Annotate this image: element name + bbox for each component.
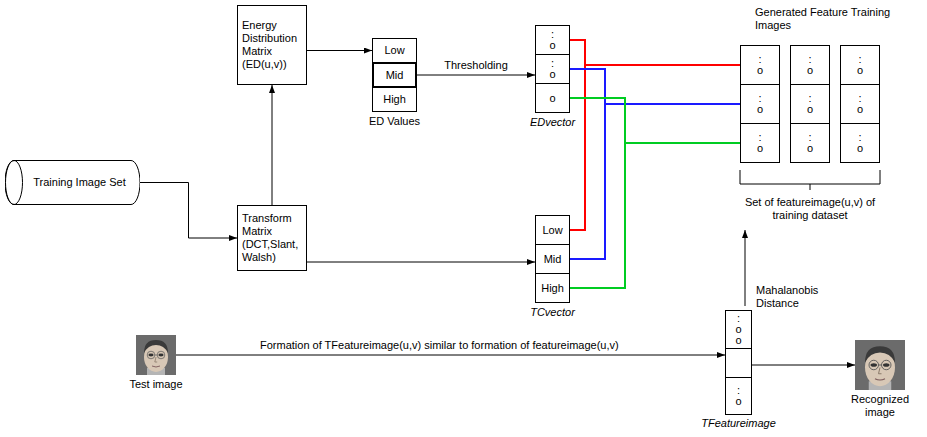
distance-label: Mahalanobis Distance (756, 284, 846, 310)
vector-cell: o (535, 83, 570, 113)
edge-label: Formation of TFeatureimage(u,v) similar … (258, 339, 642, 352)
node-text: : o (856, 132, 864, 154)
dataset-cylinder: Training Image Set (5, 160, 140, 205)
node-text: High (383, 93, 406, 106)
process-box: Energy Distribution Matrix (ED(u,v)) (237, 5, 307, 85)
node-text: Mid (386, 69, 404, 82)
cylinder-body (5, 161, 140, 205)
node-text: o (549, 93, 555, 104)
node-text: : o (548, 58, 556, 80)
node-caption: TFeatureimage (701, 417, 776, 430)
connector (570, 104, 740, 259)
bracket (740, 170, 880, 190)
connector (570, 40, 740, 65)
value-stack: ED ValuesLowMidHigh (372, 38, 417, 112)
feature-cell: : o (840, 45, 880, 85)
feature-cell: : o o (726, 311, 751, 349)
connector (272, 85, 273, 205)
connector (752, 365, 855, 366)
cylinder-end (6, 161, 23, 205)
node-caption: Test image (129, 378, 182, 391)
connector (307, 262, 535, 263)
connector (140, 183, 237, 239)
node-text: : o (548, 29, 556, 51)
node-caption: TCvector (530, 306, 575, 319)
vector-stack: EDvector: o: oo (535, 25, 570, 113)
feature-cell: : o (790, 45, 830, 85)
feature-stack: TFeatureimage: o o: o (725, 310, 752, 415)
vector-cell: High (535, 273, 570, 303)
process-box: Transform Matrix (DCT,Slant, Walsh) (237, 205, 307, 271)
node-text: Training Image Set (33, 176, 126, 189)
value-cell: Mid (372, 62, 417, 88)
value-cell: High (372, 87, 417, 112)
connector (417, 75, 535, 76)
connector (570, 143, 740, 288)
feature-cell: : o (726, 377, 751, 414)
node-text: : o o (734, 313, 742, 346)
node-text: : o (806, 93, 814, 115)
node-text: : o (756, 132, 764, 154)
feature-cell: : o (840, 84, 880, 124)
node-text: : o (756, 93, 764, 115)
node-text: : o (806, 54, 814, 76)
vector-cell: Mid (535, 244, 570, 274)
node-text: Low (542, 224, 562, 237)
group-caption: Set of featureimage(u,v) of training dat… (730, 196, 890, 222)
node-text: : o (734, 385, 742, 407)
vector-stack: TCvectorLowMidHigh (535, 215, 570, 303)
node-caption: ED Values (369, 115, 420, 128)
feature-cell: : o (740, 84, 780, 124)
node-text: : o (856, 93, 864, 115)
feature-cell: : o (790, 123, 830, 163)
face-photo (855, 340, 905, 390)
node-text: Mid (544, 253, 562, 266)
edge-label: Thresholding (442, 59, 510, 72)
node-caption: Recognized image (845, 393, 915, 419)
connector (570, 98, 740, 143)
node-text: Low (384, 44, 404, 57)
figure-heading: Generated Feature Training Images (755, 6, 917, 32)
vector-cell: : o (535, 25, 570, 55)
value-cell: Low (372, 38, 417, 63)
node-text: : o (806, 132, 814, 154)
photo-node: Test image (136, 335, 176, 375)
feature-cell: : o (740, 123, 780, 163)
connector (570, 65, 740, 230)
photo-node: Recognized image (855, 340, 905, 390)
distance-arrow (745, 230, 746, 306)
node-text: Transform Matrix (DCT,Slant, Walsh) (242, 212, 302, 264)
feature-cell: : o (840, 123, 880, 163)
connector (176, 355, 725, 356)
node-text: High (541, 282, 564, 295)
face-photo (136, 335, 176, 375)
node-caption: EDvector (530, 116, 575, 129)
node-text: : o (756, 54, 764, 76)
feature-cell: : o (790, 84, 830, 124)
node-text: : o (856, 54, 864, 76)
vector-cell: : o (535, 54, 570, 84)
connector (307, 50, 372, 51)
vector-cell: Low (535, 215, 570, 245)
node-text: Energy Distribution Matrix (ED(u,v)) (242, 19, 302, 71)
feature-cell: : o (740, 45, 780, 85)
